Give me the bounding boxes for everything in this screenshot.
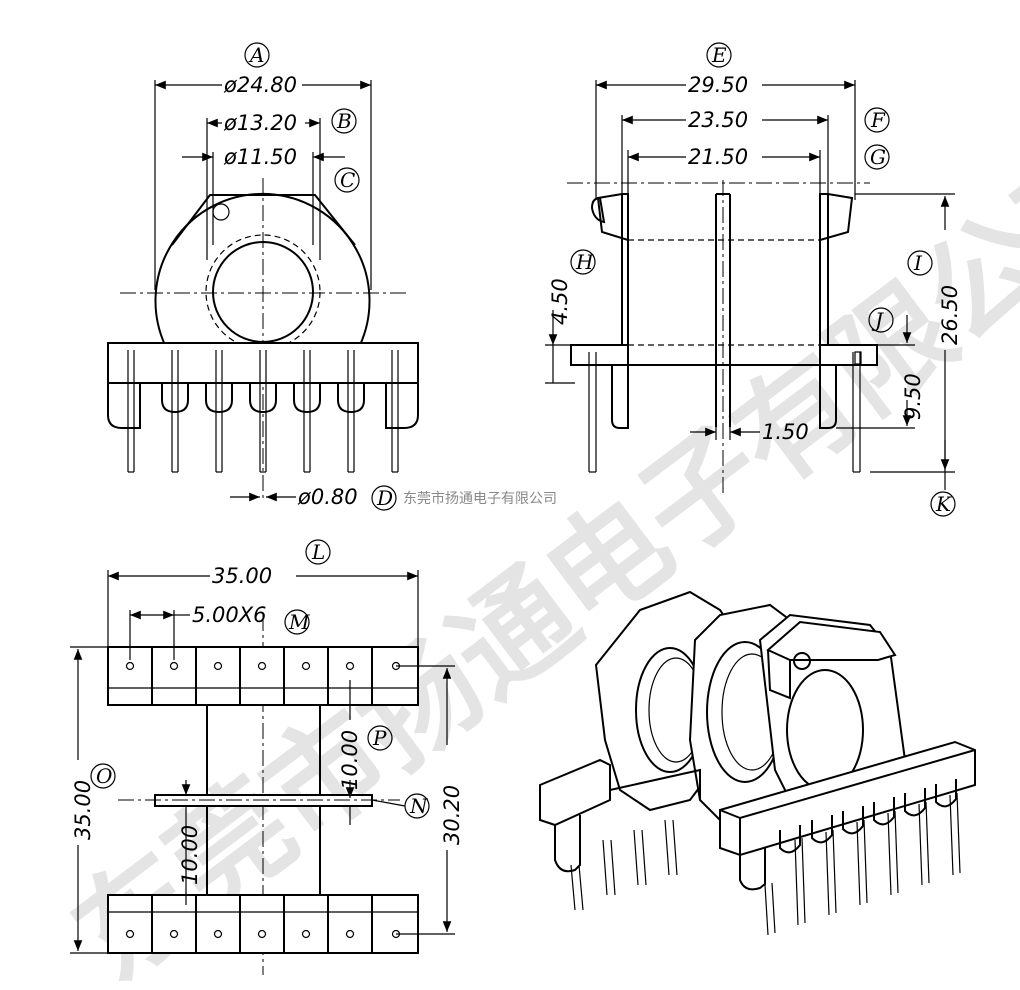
label-m: M	[288, 610, 310, 634]
label-k-circle	[930, 491, 956, 517]
label-e: E	[711, 43, 727, 67]
label-k: K	[935, 492, 952, 516]
label-g: G	[870, 145, 886, 169]
isometric-view	[539, 590, 976, 936]
label-l-circle	[305, 539, 331, 565]
dim-k-value: 1.50	[762, 420, 809, 444]
dim-n-value: 30.20	[440, 785, 464, 845]
label-b: B	[336, 109, 352, 133]
dim-i-value: 26.50	[938, 285, 962, 345]
flange-outer-arc	[154, 192, 371, 346]
label-a: A	[248, 43, 264, 67]
dim-p2-value: 10.00	[178, 825, 202, 885]
label-b-circle	[331, 108, 357, 134]
pad-row-top	[107, 646, 419, 706]
dim-a-value: ø24.80	[223, 73, 297, 97]
label-j-circle	[868, 307, 894, 333]
dim-m-value: 5.00X6	[192, 603, 267, 627]
bottom-view: 35.00 L 5.00X6 M 35.00 O 30.20 N 10.00	[70, 539, 464, 975]
label-n: N	[409, 794, 429, 818]
label-g-circle	[864, 144, 890, 170]
label-i: I	[913, 251, 923, 275]
side-view: 29.50 E 23.50 F 21.50 G 4.50 H 26.50	[545, 42, 962, 517]
label-m-circle	[284, 609, 310, 635]
pin-holes	[125, 661, 401, 939]
dim-c-value: ø11.50	[223, 145, 297, 169]
dim-o-value: 35.00	[71, 780, 95, 840]
label-e-circle	[706, 42, 732, 68]
label-f-circle	[864, 107, 890, 133]
dim-g-value: 21.50	[688, 145, 748, 169]
watermark-small-text: 东莞市扬通电子有限公司	[403, 490, 557, 507]
dim-e-value: 29.50	[688, 73, 748, 97]
label-n-circle	[404, 793, 430, 819]
base-flange-left	[570, 344, 629, 366]
label-f: F	[870, 108, 886, 132]
label-o: O	[96, 764, 112, 788]
base-flange-right	[819, 344, 878, 366]
flange-top-tab	[171, 194, 356, 246]
front-view: ø24.80 A ø13.20 B ø11.50 C ø0.80 D 东莞市扬通…	[107, 42, 557, 511]
label-j: J	[871, 308, 884, 332]
pin-hole-marker	[212, 203, 230, 221]
dim-b-value: ø13.20	[223, 111, 297, 135]
dim-l-value: 35.00	[212, 564, 272, 588]
dim-p-value: 10.00	[338, 730, 362, 790]
base-plate	[107, 342, 419, 384]
top-flange-right	[819, 193, 854, 242]
dim-h-value: 4.50	[548, 278, 572, 325]
dim-j-value: 9.50	[901, 373, 925, 420]
pin-row-front	[107, 350, 419, 473]
pad-partitions	[108, 647, 418, 953]
label-d-circle	[371, 485, 397, 511]
iso-front-pins	[764, 792, 961, 936]
label-i-circle	[907, 250, 933, 276]
dim-d-value: ø0.80	[297, 485, 358, 509]
label-c: C	[340, 168, 355, 192]
label-c-circle	[334, 167, 360, 193]
iso-front-notches	[779, 779, 957, 854]
label-h: H	[575, 250, 594, 274]
core-circle-dashed	[205, 234, 321, 350]
label-o-circle	[90, 763, 116, 789]
label-p: P	[372, 726, 387, 750]
label-p-circle	[367, 725, 393, 751]
label-l: L	[311, 540, 325, 564]
pad-row-bottom	[107, 894, 419, 954]
label-h-circle	[570, 249, 596, 275]
label-a-circle	[244, 42, 270, 68]
dim-f-value: 23.50	[688, 108, 748, 132]
label-d: D	[376, 486, 393, 510]
